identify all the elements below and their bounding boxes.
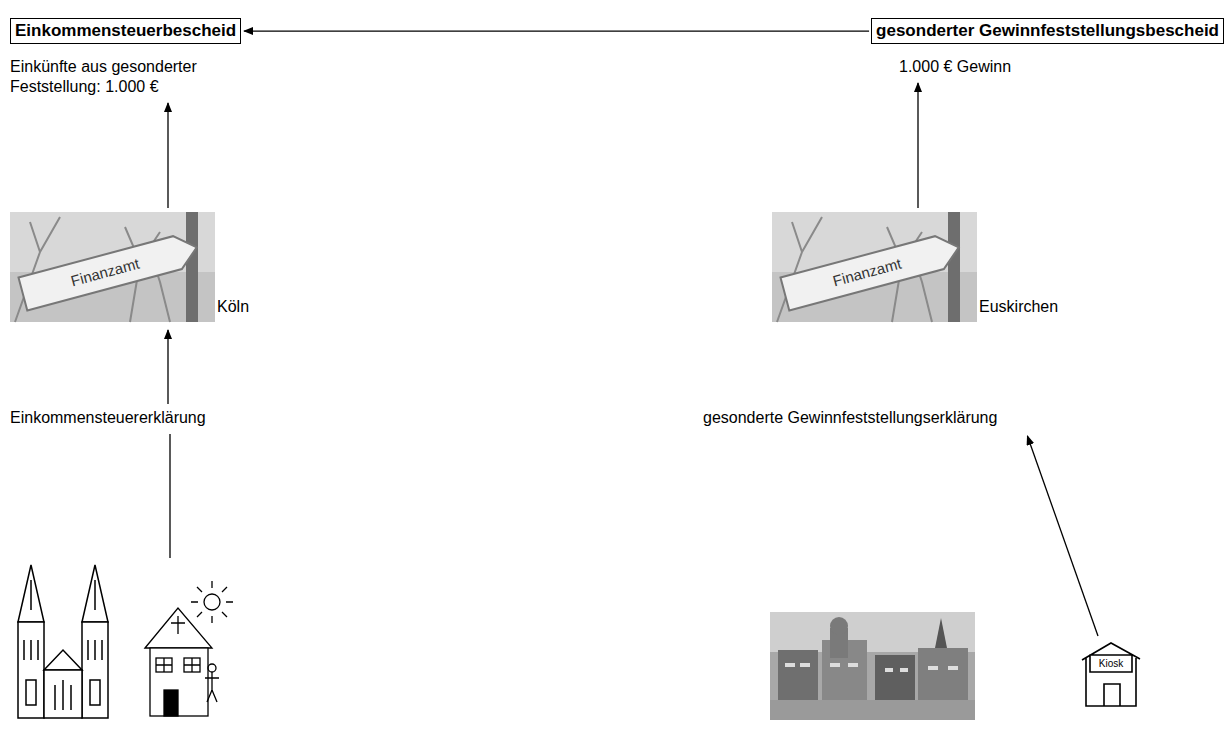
node-text: Einkommensteuerbescheid (15, 20, 236, 42)
house-drawing (156, 658, 172, 672)
tax-office-sign: FinanzamtKöln (10, 212, 310, 324)
house-drawing (145, 581, 233, 716)
house-drawing (171, 616, 185, 634)
node-text: 1.000 € Gewinn (899, 57, 1011, 77)
house-drawing (205, 672, 219, 702)
town-photo (770, 612, 975, 720)
node-text: Einkünfte aus gesonderter Feststellung: … (10, 57, 260, 97)
sign-text: Finanzamt (831, 255, 903, 290)
node-text: gesonderte Gewinnfeststellungserklärung (703, 408, 997, 428)
arrow-connector (244, 30, 869, 31)
sign-photo (10, 212, 215, 322)
declaration-text: Einkommensteuererklärung (10, 408, 206, 428)
sign-photo (772, 212, 977, 322)
house-drawing (204, 594, 220, 610)
house-drawing (150, 648, 208, 716)
sign-photo (772, 212, 977, 322)
town-photo (770, 700, 975, 720)
sign-photo (186, 212, 198, 322)
house-drawing (156, 658, 172, 672)
sign-photo (780, 231, 963, 310)
kiosk-drawing: Kiosk (1080, 640, 1142, 708)
town-photo (830, 617, 848, 635)
amount-text: Einkünfte aus gesonderter Feststellung: … (10, 57, 260, 97)
arrow-connector (167, 103, 168, 208)
amount-text: 1.000 € Gewinn (899, 57, 1011, 77)
notice-box: gesonderter Gewinnfeststellungsbescheid (871, 18, 1224, 44)
house-drawing (184, 658, 200, 672)
house-drawing (164, 690, 178, 716)
city-label: Köln (217, 298, 249, 316)
connector-line (169, 434, 170, 558)
sign-photo (18, 231, 201, 310)
sign-photo (10, 212, 215, 322)
cathedral-drawing (26, 680, 36, 705)
sign-photo (780, 231, 963, 310)
cathedral-drawing (24, 580, 102, 710)
declaration-text: gesonderte Gewinnfeststellungserklärung (703, 408, 997, 428)
arrow-connector (167, 330, 168, 404)
node-text: Kiosk (1099, 658, 1123, 669)
town-photo (785, 665, 958, 670)
notice-box: Einkommensteuerbescheid (10, 18, 241, 44)
tax-office-sign: FinanzamtEuskirchen (772, 212, 1072, 324)
node-text: Einkommensteuererklärung (10, 408, 206, 428)
cathedral-drawing (44, 650, 82, 670)
sign-photo (948, 212, 960, 322)
sign-photo (18, 231, 201, 310)
kiosk-outline (1082, 643, 1140, 706)
node-text: gesonderter Gewinnfeststellungsbescheid (876, 20, 1219, 42)
cathedral-drawing (18, 622, 44, 718)
cathedral-drawing (82, 622, 108, 718)
town-photo (770, 612, 975, 652)
cathedral-drawing (90, 680, 100, 705)
kiosk-outline (1080, 640, 1142, 708)
arrow-connector (1027, 436, 1098, 636)
town-photo (935, 618, 947, 648)
city-label: Euskirchen (979, 298, 1058, 316)
house-drawing (208, 664, 216, 672)
house-drawing (145, 608, 212, 648)
sign-text: Finanzamt (69, 255, 141, 290)
arrow-connector (917, 83, 918, 208)
house-drawing (184, 658, 200, 672)
cathedral-drawing (18, 565, 108, 718)
house-drawing (191, 581, 233, 623)
town-photo (770, 612, 975, 720)
